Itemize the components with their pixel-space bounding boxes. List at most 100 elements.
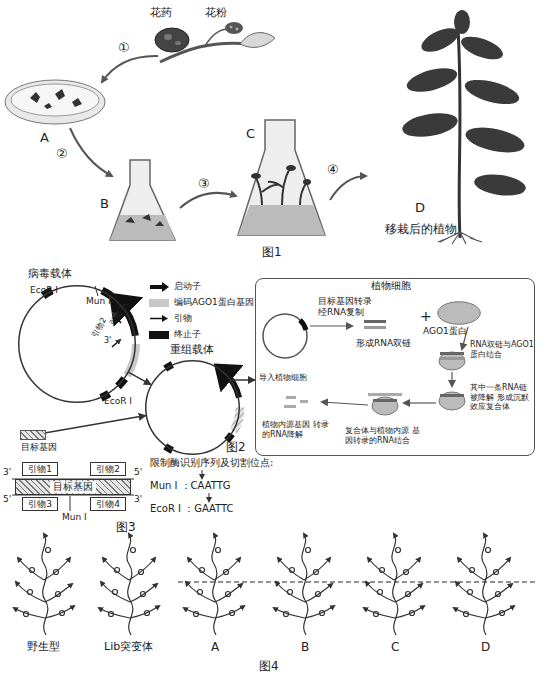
cell-process xyxy=(310,325,352,326)
potted-plant xyxy=(454,10,470,34)
vector-segments xyxy=(95,286,98,296)
text-label: RNA双链与AGO1 蛋白结合 xyxy=(470,340,534,359)
plant-schematics xyxy=(99,534,159,635)
text-label: EcoR Ⅰ xyxy=(104,396,132,407)
petri-dish xyxy=(30,89,82,109)
flower xyxy=(230,26,233,29)
flask xyxy=(110,160,175,240)
legend-samples xyxy=(162,315,168,322)
potted-plant xyxy=(458,28,460,238)
cell-process xyxy=(322,402,368,405)
ellipse-outline xyxy=(18,285,136,403)
primer-box: 引物4 xyxy=(90,497,126,511)
potted-plant xyxy=(458,32,506,64)
cell-process xyxy=(364,326,386,329)
flask xyxy=(238,120,325,235)
plant-schematics xyxy=(454,534,514,635)
cell-process xyxy=(300,400,308,403)
flask xyxy=(251,173,261,179)
flower xyxy=(155,22,275,62)
legend-text: 引物 xyxy=(174,313,192,324)
node-text: 植物细胞 xyxy=(371,280,411,292)
potted-plant xyxy=(463,123,526,157)
potted-plant xyxy=(401,10,528,199)
node-text: 引物3 xyxy=(28,499,52,509)
cell-process xyxy=(440,352,464,355)
text-label: Mun Ⅰ xyxy=(62,512,87,523)
legend-swatch xyxy=(149,299,169,307)
ellipse-shape xyxy=(146,361,240,455)
flask xyxy=(125,214,164,226)
text-label: 图1 xyxy=(262,245,282,259)
text-label: ① xyxy=(118,40,130,56)
text-label: B xyxy=(301,640,309,654)
flower xyxy=(240,33,275,48)
flower xyxy=(164,34,172,40)
potted-plant xyxy=(401,109,460,140)
text-label: 3' xyxy=(134,494,142,505)
text-label: 花药 xyxy=(150,6,172,19)
text-label: 野生型 xyxy=(27,640,60,653)
step-arrow xyxy=(102,56,158,82)
cell-process xyxy=(440,357,464,360)
primer-box: 引物3 xyxy=(22,497,58,511)
text-label: 图3 xyxy=(116,520,136,534)
node-text: 病毒载体 xyxy=(28,268,72,281)
plant-schematics xyxy=(14,534,74,635)
step-arrow xyxy=(70,128,112,176)
connector-arrow xyxy=(231,379,255,381)
text-label: 5' xyxy=(122,304,129,314)
cell-process xyxy=(440,394,464,397)
potted-plant xyxy=(404,64,459,97)
potted-plant xyxy=(401,10,528,244)
text-label: Lib突变体 xyxy=(104,640,153,653)
flower xyxy=(175,41,181,45)
text-label: 5' xyxy=(134,467,142,478)
potted-plant xyxy=(462,75,521,109)
cut-arrows xyxy=(12,479,134,495)
petri-dish xyxy=(5,80,105,124)
text-label: 其中一条RNA链被降解 形成沉默效应复合体 xyxy=(470,383,534,412)
primer-box: 引物1 xyxy=(22,462,58,476)
text-label: B xyxy=(100,196,109,212)
primer-box: 引物2 xyxy=(90,462,126,476)
plant-schematics xyxy=(274,534,334,635)
ellipse-outline xyxy=(145,360,240,455)
gene-box: 目标基因 xyxy=(15,479,131,495)
node-text: 重组载体 xyxy=(170,344,214,357)
cell-process xyxy=(372,397,398,415)
cell-process xyxy=(451,372,452,386)
node-text: AGO1蛋白 xyxy=(423,326,467,336)
legend-samples xyxy=(150,285,162,289)
cell-process xyxy=(263,314,307,358)
cut-arrows xyxy=(70,496,71,511)
node-text: 目标基因 xyxy=(21,442,57,452)
flask xyxy=(238,205,325,235)
plant-schematics xyxy=(184,534,244,635)
legend-text: 编码AGO1蛋白基因 xyxy=(174,297,254,308)
text-label: 3' xyxy=(3,467,11,478)
node-text: 引物1 xyxy=(28,464,52,474)
ellipse-outline xyxy=(437,301,481,325)
cut-arrows xyxy=(209,493,210,501)
cell-process xyxy=(300,320,306,330)
text-label: ③ xyxy=(198,176,210,192)
text-label: C xyxy=(246,126,255,142)
gene-fragment: 目标基因 xyxy=(20,430,46,440)
text-label: 目标基因转录 经RNA复制 xyxy=(318,296,380,318)
text-label: 植物内源基因 转录的RNA降解 xyxy=(262,420,334,439)
plant-schematics xyxy=(178,581,538,582)
text-label: + xyxy=(420,308,432,325)
text-label: 限制酶识别序列及切割位点: xyxy=(150,457,273,469)
cell-process xyxy=(439,392,465,410)
flask xyxy=(110,160,175,240)
recombinant-circle: 重组载体 xyxy=(145,360,240,455)
vector-segments xyxy=(112,340,120,347)
ellipse-shape xyxy=(438,302,481,325)
plant-schematics xyxy=(14,534,538,635)
flower xyxy=(155,28,189,52)
text-label: EcoR Ⅰ xyxy=(30,285,58,296)
